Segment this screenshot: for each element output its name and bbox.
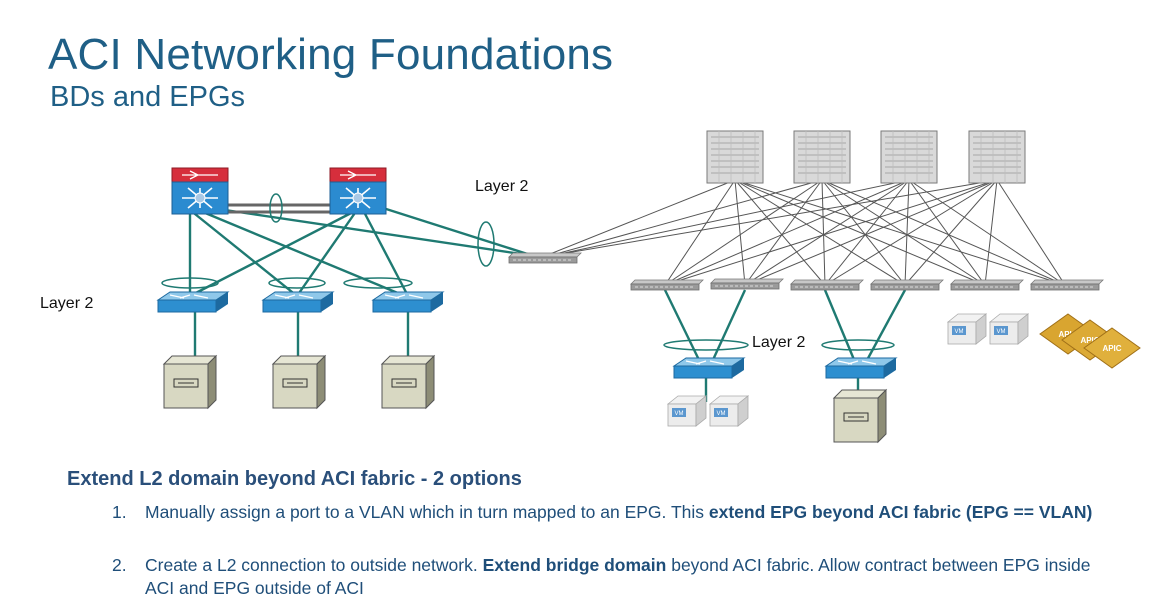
option-number: 2. xyxy=(112,555,127,575)
layer2-label-left: Layer 2 xyxy=(40,295,94,312)
access-switch-4 xyxy=(673,357,745,379)
vm-icon: VM xyxy=(708,395,750,427)
leaf-6 xyxy=(1030,279,1104,291)
vm-icon: VM xyxy=(666,395,708,427)
spine-3 xyxy=(880,130,938,184)
layer2-label-bottom: Layer 2 xyxy=(752,334,806,351)
leaf-3 xyxy=(790,279,864,291)
server-2 xyxy=(272,355,326,409)
leaf-1 xyxy=(630,279,704,291)
access-switch-2 xyxy=(262,291,334,313)
svg-text:APIC: APIC xyxy=(1058,330,1077,339)
svg-text:APIC: APIC xyxy=(1102,344,1121,353)
options-heading: Extend L2 domain beyond ACI fabric - 2 o… xyxy=(67,468,522,490)
access-switch-1 xyxy=(157,291,229,313)
option-text: Create a L2 connection to outside networ… xyxy=(145,555,1091,598)
page-subtitle: BDs and EPGs xyxy=(50,81,246,113)
leaf-4 xyxy=(870,279,944,291)
leaf-2 xyxy=(710,278,784,290)
vm-icon: VM xyxy=(946,313,988,345)
server-3 xyxy=(381,355,435,409)
vm-icon: VM xyxy=(988,313,1030,345)
core-switch-right xyxy=(329,167,387,215)
spine-1 xyxy=(706,130,764,184)
option-number: 1. xyxy=(112,502,127,522)
apic-icon: APIC xyxy=(1083,327,1141,369)
network-diagram: VM VM VM VM APIC APIC APIC xyxy=(157,130,1141,443)
option-text: Manually assign a port to a VLAN which i… xyxy=(145,502,1093,522)
spine-4 xyxy=(968,130,1026,184)
spine-2 xyxy=(793,130,851,184)
core-switch-left xyxy=(171,167,229,215)
svg-text:VM: VM xyxy=(717,411,726,417)
svg-text:APIC: APIC xyxy=(1080,336,1099,345)
access-switch-3 xyxy=(372,291,444,313)
server-4 xyxy=(833,389,887,443)
access-switch-5 xyxy=(825,357,897,379)
layer2-label-top: Layer 2 xyxy=(475,178,529,195)
svg-text:VM: VM xyxy=(997,329,1006,335)
border-switch xyxy=(508,252,582,264)
server-1 xyxy=(163,355,217,409)
svg-text:VM: VM xyxy=(955,329,964,335)
leaf-5 xyxy=(950,279,1024,291)
page-title: ACI Networking Foundations xyxy=(48,30,614,79)
svg-text:VM: VM xyxy=(675,411,684,417)
